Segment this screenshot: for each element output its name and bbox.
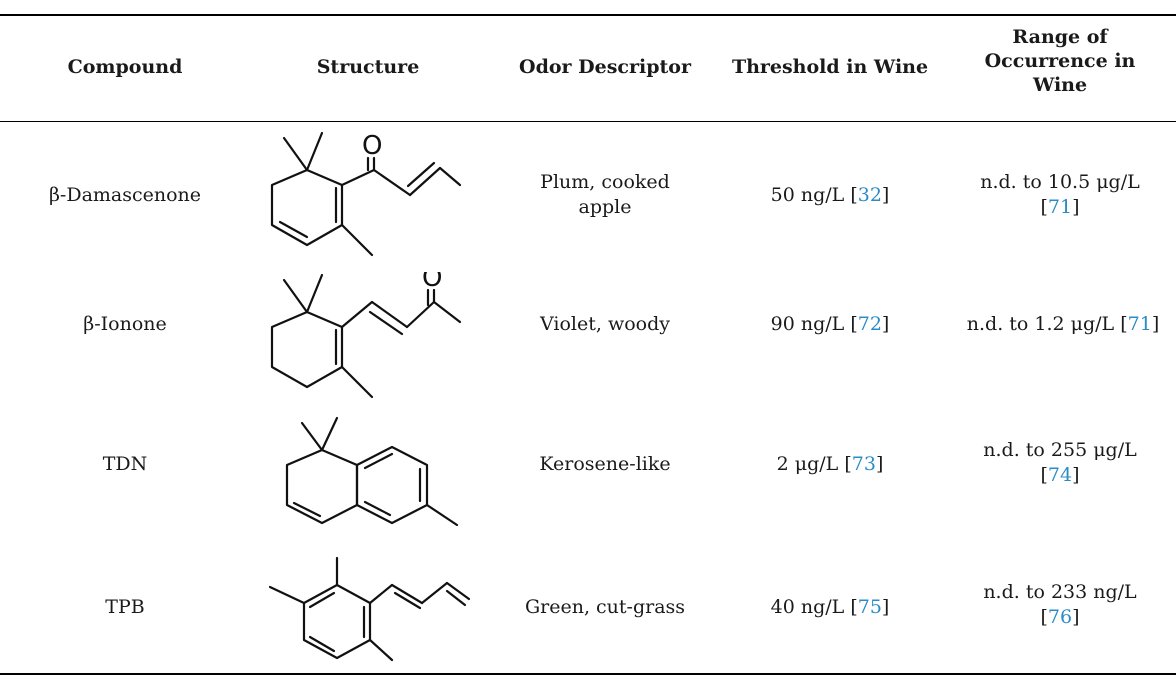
tpb-structure-icon <box>268 556 471 662</box>
compound-name: TDN <box>102 453 148 475</box>
threshold-ref-link[interactable]: 72 <box>857 313 882 335</box>
threshold-bracket: ] <box>875 453 884 475</box>
range-line2: [71] <box>950 195 1170 220</box>
odor-line1: Kerosene-like <box>539 453 671 475</box>
range-open-bracket: [ <box>1040 196 1048 218</box>
beta-ionone-structure-icon: O <box>270 272 462 399</box>
range-line1: n.d. to 233 ng/L <box>983 581 1137 603</box>
compound-name: β-Ionone <box>83 313 167 335</box>
header-range-line2: Occurrence in <box>984 50 1136 72</box>
beta-damascenone-structure-icon: O <box>270 131 462 257</box>
header-bottom-rule <box>0 121 1176 122</box>
odor-line2: apple <box>578 196 632 218</box>
odor-descriptor: Plum, cooked apple <box>495 170 715 220</box>
threshold-bracket: ] <box>881 313 890 335</box>
header-threshold: Threshold in Wine <box>731 56 929 78</box>
table-bottom-rule <box>0 673 1176 675</box>
range-value: n.d. to 255 μg/L [74] <box>950 438 1170 488</box>
threshold-text: 90 ng/L [ <box>770 313 858 335</box>
compound-name: TPB <box>105 596 145 618</box>
odor-line1: Green, cut-grass <box>524 596 686 618</box>
threshold-bracket: ] <box>881 596 890 618</box>
range-line1: n.d. to 255 μg/L <box>983 439 1137 461</box>
range-close-bracket: ] <box>1072 196 1080 218</box>
header-odor-descriptor: Odor Descriptor <box>519 56 691 78</box>
range-value: n.d. to 233 ng/L [76] <box>950 580 1170 630</box>
threshold-ref-link[interactable]: 73 <box>851 453 876 475</box>
range-open-bracket: [ <box>1040 464 1048 486</box>
table-top-rule <box>0 14 1176 16</box>
svg-text:O: O <box>422 272 442 293</box>
range-value: n.d. to 10.5 μg/L [71] <box>950 170 1170 220</box>
odor-descriptor: Kerosene-like <box>495 452 715 477</box>
range-ref-link[interactable]: 74 <box>1047 464 1073 486</box>
range-line1: n.d. to 10.5 μg/L <box>980 171 1140 193</box>
threshold-text: 40 ng/L [ <box>770 596 858 618</box>
threshold-ref-link[interactable]: 75 <box>857 596 882 618</box>
header-range-line3: Wine <box>1032 74 1088 96</box>
range-ref-link[interactable]: 76 <box>1047 606 1073 628</box>
threshold-text: 50 ng/L [ <box>770 184 858 206</box>
range-ref-link[interactable]: 71 <box>1127 313 1152 335</box>
compound-name: β-Damascenone <box>48 184 202 206</box>
range-close-bracket: ] <box>1151 313 1160 335</box>
range-ref-link[interactable]: 71 <box>1047 196 1073 218</box>
odor-descriptor: Green, cut-grass <box>495 595 715 620</box>
tdn-structure-icon <box>285 416 459 527</box>
range-close-bracket: ] <box>1072 606 1080 628</box>
range-text: n.d. to 1.2 μg/L [ <box>966 313 1128 335</box>
range-line2: [74] <box>950 463 1170 488</box>
threshold-value: 90 ng/L [72] <box>725 312 935 337</box>
odor-line1: Violet, woody <box>540 313 670 335</box>
header-structure: Structure <box>316 56 420 78</box>
threshold-bracket: ] <box>881 184 890 206</box>
odor-line1: Plum, cooked <box>540 171 670 193</box>
threshold-value: 2 μg/L [73] <box>725 452 935 477</box>
range-line2: [76] <box>950 605 1170 630</box>
threshold-value: 50 ng/L [32] <box>725 183 935 208</box>
range-close-bracket: ] <box>1072 464 1080 486</box>
range-value: n.d. to 1.2 μg/L [71] <box>950 312 1176 337</box>
header-range: Range of Occurrence in Wine <box>950 25 1170 97</box>
odor-descriptor: Violet, woody <box>495 312 715 337</box>
svg-text:O: O <box>362 131 382 161</box>
threshold-ref-link[interactable]: 32 <box>857 184 882 206</box>
header-compound: Compound <box>67 56 183 78</box>
header-range-line1: Range of <box>1012 26 1108 48</box>
range-open-bracket: [ <box>1040 606 1048 628</box>
threshold-text: 2 μg/L [ <box>776 453 852 475</box>
threshold-value: 40 ng/L [75] <box>725 595 935 620</box>
